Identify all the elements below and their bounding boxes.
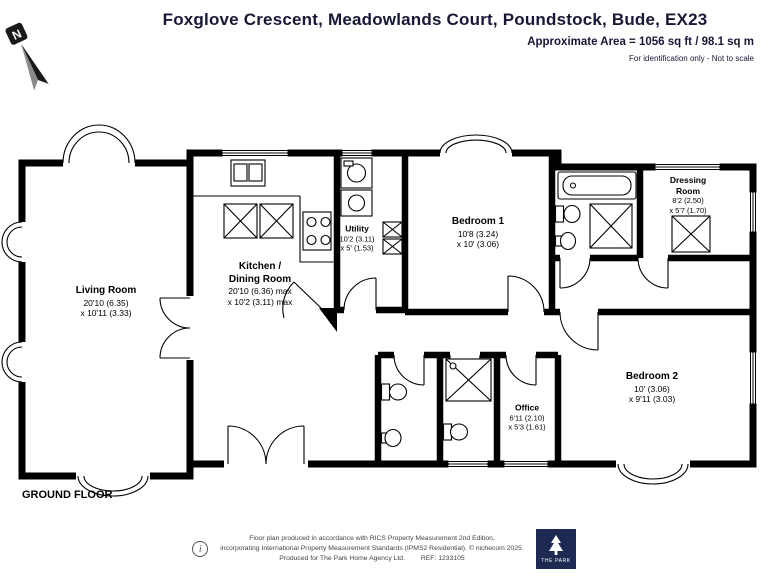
living-left-bay-1: [1, 221, 23, 263]
room-dim: x 5'3 (1.61): [508, 422, 546, 432]
room-dim: x 5'7 (1.70): [669, 205, 707, 215]
room-dim: 20'10 (6.35): [83, 297, 129, 308]
toilet-cistern: [554, 205, 565, 223]
room-dim: x 10'2 (3.11) max: [227, 296, 293, 307]
page-title: Foxglove Crescent, Meadowlands Court, Po…: [162, 10, 708, 29]
footer-disclaimer: Floor plan produced in accordance with R…: [220, 534, 523, 565]
bay-windows: [1, 124, 690, 497]
toilet-cistern: [380, 383, 391, 401]
room-dim: 10'2 (3.11): [339, 233, 375, 243]
room-dim: 10'8 (3.24): [457, 228, 499, 239]
room-dim: x 10' (3.06): [456, 239, 500, 250]
room-label-dressing-room: Dressing Room 8'2 (2.50) x 5'7 (1.70): [660, 175, 716, 215]
room-dim: x 10'11 (3.33): [80, 308, 132, 319]
info-icon: i: [192, 541, 209, 557]
room-name: Utility: [345, 223, 369, 234]
compass-needle-light: [21, 43, 38, 91]
basin: [384, 428, 402, 448]
interior-walls: [333, 153, 753, 464]
room-name: Bedroom 2: [625, 371, 679, 383]
room-name: Living Room: [75, 285, 137, 297]
windows: [221, 149, 757, 468]
room-label-kitchen-dining: Kitchen / Dining Room 20'10 (6.36) max x…: [224, 261, 296, 307]
logo-tree-icon: [548, 535, 563, 551]
wall-chamfer: [319, 308, 337, 332]
approximate-area: Approximate Area = 1056 sq ft / 98.1 sq …: [527, 36, 754, 48]
ensuite-fixtures: [554, 171, 637, 251]
logo-text: THE PARK: [541, 558, 570, 564]
room-dim: x 5' (1.53): [340, 243, 374, 253]
wc-fixtures: [380, 383, 408, 448]
room-label-bedroom-2: Bedroom 2 10' (3.06) x 9'11 (3.03): [610, 371, 694, 405]
room-name: Kitchen / Dining Room: [228, 260, 292, 285]
footer-produced-for: Produced for The Park Home Agency Ltd.: [279, 555, 405, 563]
living-bottom-bay: [77, 475, 149, 497]
living-room-outline: [18, 159, 194, 480]
room-label-utility: Utility 10'2 (3.11) x 5' (1.53): [334, 223, 380, 252]
footer-ref: REF: 1233105: [420, 555, 465, 563]
room-dim: 10' (3.06): [634, 383, 670, 394]
doors: [159, 257, 669, 468]
room-dim: 20'10 (6.36) max: [228, 285, 292, 296]
footer-line2: incorporating International Property Mea…: [220, 544, 524, 552]
room-label-living-room: Living Room 20'10 (6.35) x 10'11 (3.33): [64, 285, 148, 319]
room-name: Dressing Room: [669, 175, 707, 196]
living-top-bay: [62, 124, 136, 164]
park-logo: THE PARK: [535, 529, 576, 569]
toilet-bowl: [563, 204, 581, 224]
toilet-bowl: [388, 383, 408, 401]
room-name: Bedroom 1: [451, 216, 505, 228]
floor-label: GROUND FLOOR: [22, 489, 113, 501]
room-dim: 6'11 (2.10): [509, 412, 545, 422]
room-dim: x 9'11 (3.03): [628, 394, 676, 405]
room-label-bedroom-1: Bedroom 1 10'8 (3.24) x 10' (3.06): [436, 216, 520, 250]
room-dim: 8'2 (2.50): [672, 196, 704, 206]
footer-line1: Floor plan produced in accordance with R…: [249, 534, 495, 542]
compass-icon: N: [5, 22, 49, 91]
toilet-bowl: [449, 423, 469, 441]
dressing-fixtures: [671, 215, 711, 253]
bedroom2-bay: [617, 463, 689, 485]
basin: [559, 231, 577, 251]
hob: [302, 211, 332, 251]
living-left-bay-2: [1, 341, 23, 383]
shower-head: [449, 362, 457, 370]
room-name: Office: [514, 402, 540, 413]
kitchen-fixtures: [193, 159, 334, 263]
utility-fixtures: [340, 157, 403, 255]
room-label-office: Office 6'11 (2.10) x 5'3 (1.61): [499, 402, 555, 431]
identification-disclaimer: For identification only - Not to scale: [629, 54, 754, 63]
shower-room-fixtures: [442, 358, 492, 441]
bedroom1-bow-window: [439, 134, 513, 154]
info-icon-glyph: i: [198, 543, 202, 555]
footer: i Floor plan produced in accordance with…: [0, 529, 768, 569]
footer-line3: Produced for The Park Home Agency Ltd. R…: [220, 554, 523, 564]
